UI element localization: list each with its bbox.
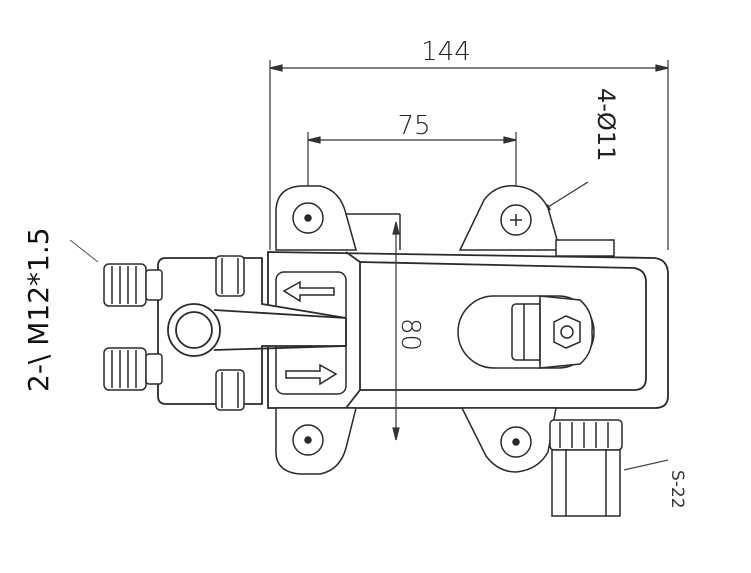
body-bevel-bottom [345,389,361,409]
top-right-hole [500,204,532,236]
arrow-top-80 [392,221,400,235]
overall-width-label: 144 [421,37,471,67]
port-fitting-bottom [103,347,163,391]
port-thread-callout: 2-\ M12*1.5 [22,227,55,392]
rotary-knob [457,295,595,369]
top-boss [555,239,615,257]
body-height-label: 80 [395,318,425,351]
handle-lever [157,257,347,405]
bottom-right-hole [500,426,532,458]
port-fitting-top [103,263,163,307]
handle-eye-inner [175,311,213,349]
fitting-hex-body [551,449,621,517]
dimension-body-height [392,221,400,441]
fitting-collar [549,419,623,451]
mounting-holes-callout: 4-Ø11 [592,88,620,161]
handle-body [157,257,347,405]
arrow-left-144 [269,64,283,72]
handle-nut-top [215,255,245,297]
dimension-overall-width [269,60,669,250]
handle-arm-top [213,309,347,319]
port-thread-leader [69,239,99,263]
bottom-left-hole [292,424,324,456]
handle-nut-bottom [215,369,245,411]
arrow-left-icon [282,280,335,303]
arrow-right-icon [285,363,338,386]
handle-arm-bottom [213,345,347,351]
hole-spacing-label: 75 [397,111,430,141]
wrench-size-callout: S-22 [667,470,687,509]
arrow-right-144 [655,64,669,72]
wrench-size-leader [623,459,669,471]
arrow-right-75 [503,136,517,144]
body-bevel-top [345,251,361,263]
top-left-hole [292,202,324,234]
dimension-hole-spacing [307,132,517,205]
arrow-left-75 [307,136,321,144]
arrow-bottom-80 [392,427,400,441]
hex-outlet-fitting [549,419,623,517]
